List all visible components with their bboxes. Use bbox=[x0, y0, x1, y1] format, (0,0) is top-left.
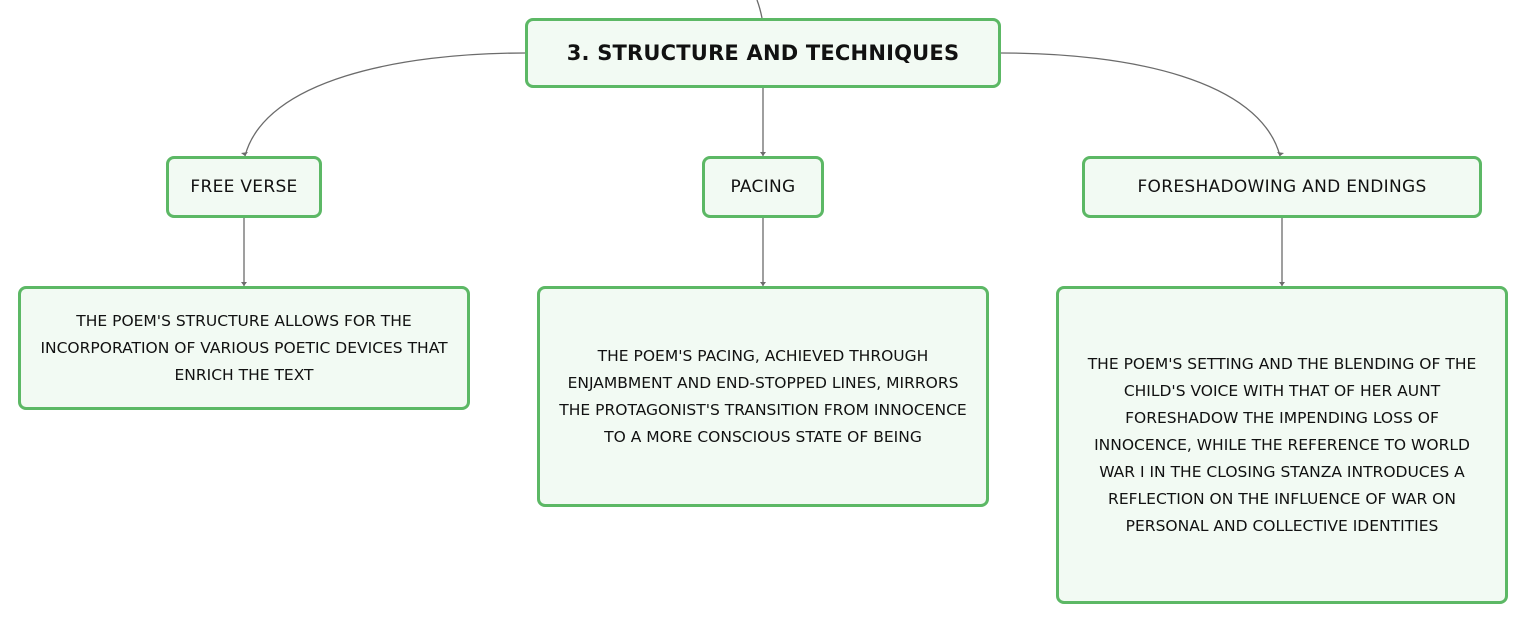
root-node-structure-and-techniques[interactable]: 3. STRUCTURE AND TECHNIQUES bbox=[525, 18, 1001, 88]
arrowhead-foreshadowing-detail bbox=[1279, 282, 1285, 286]
branch-node-free-verse[interactable]: FREE VERSE bbox=[166, 156, 322, 218]
branch-node-label: PACING bbox=[730, 177, 796, 197]
root-node-label: 3. STRUCTURE AND TECHNIQUES bbox=[566, 41, 960, 65]
arrowhead-pacing bbox=[760, 152, 766, 156]
connector-root-to-foreshadowing bbox=[1000, 52, 1281, 157]
arrowhead-free-verse-detail bbox=[241, 282, 247, 286]
detail-node-free-verse[interactable]: THE POEM'S STRUCTURE ALLOWS FOR THE INCO… bbox=[18, 286, 470, 410]
detail-node-text: THE POEM'S PACING, ACHIEVED THROUGH ENJA… bbox=[559, 346, 967, 446]
arrowhead-pacing-detail bbox=[760, 282, 766, 286]
branch-node-label: FREE VERSE bbox=[190, 177, 298, 197]
detail-node-text: THE POEM'S STRUCTURE ALLOWS FOR THE INCO… bbox=[40, 311, 448, 384]
detail-node-foreshadowing-and-endings[interactable]: THE POEM'S SETTING AND THE BLENDING OF T… bbox=[1056, 286, 1508, 604]
connector-parent-to-root bbox=[756, 0, 763, 19]
detail-node-pacing[interactable]: THE POEM'S PACING, ACHIEVED THROUGH ENJA… bbox=[537, 286, 989, 507]
connector-root-to-free-verse bbox=[244, 52, 526, 157]
branch-node-foreshadowing-and-endings[interactable]: FORESHADOWING AND ENDINGS bbox=[1082, 156, 1482, 218]
arrowhead-foreshadowing bbox=[1277, 152, 1284, 156]
branch-node-pacing[interactable]: PACING bbox=[702, 156, 824, 218]
connector-arrowheads bbox=[241, 152, 1285, 286]
arrowhead-free-verse bbox=[241, 152, 248, 156]
detail-node-text: THE POEM'S SETTING AND THE BLENDING OF T… bbox=[1087, 354, 1477, 535]
branch-node-label: FORESHADOWING AND ENDINGS bbox=[1137, 177, 1427, 197]
